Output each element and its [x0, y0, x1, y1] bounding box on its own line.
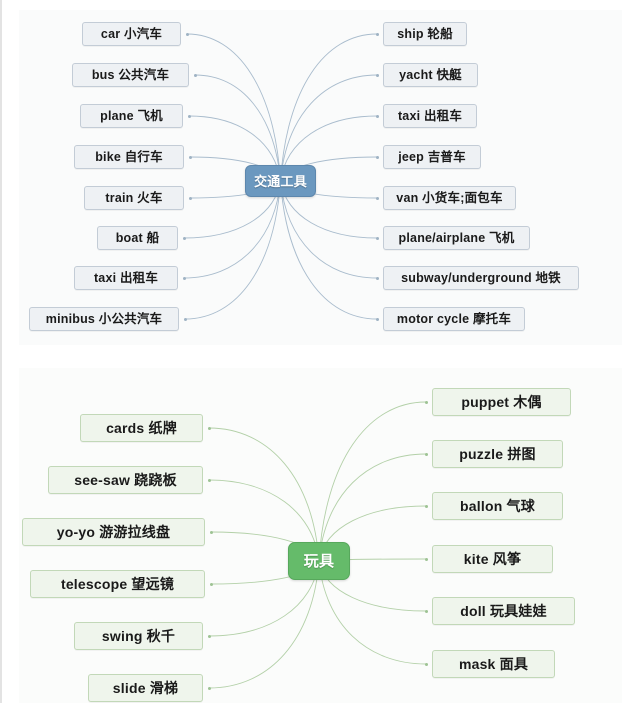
mindmap-toys-right-node[interactable]: doll 玩具娃娃 [432, 597, 575, 625]
mindmap-connector-dot [424, 662, 428, 666]
mindmap-connector-dot [375, 236, 379, 240]
mindmap-connector-dot [207, 634, 211, 638]
mindmap-connector-dot [424, 400, 428, 404]
mindmap-connector-dot [209, 582, 213, 586]
mindmap-transport-left-node[interactable]: car 小汽车 [82, 22, 181, 46]
mindmap-connector-dot [188, 155, 192, 159]
mindmap-toys: 玩具 cards 纸牌 see-saw 跷跷板 yo-yo 游游拉线盘 telescop… [19, 368, 622, 703]
mindmap-connector [280, 180, 378, 320]
mindmap-toys-left-node[interactable]: yo-yo 游游拉线盘 [22, 518, 205, 546]
mindmap-transport-left-node[interactable]: plane 飞机 [80, 104, 183, 128]
mindmap-toys-right-node[interactable]: puzzle 拼图 [432, 440, 563, 468]
mindmap-transport-root-node[interactable]: 交通工具 [245, 165, 316, 197]
mindmap-connector-dot [375, 114, 379, 118]
mindmap-connector-dot [183, 317, 187, 321]
mindmap-connector-dot [375, 155, 379, 159]
mindmap-toys-left-node[interactable]: slide 滑梯 [88, 674, 203, 702]
mindmap-connector-dot [207, 478, 211, 482]
mindmap-toys-right-node[interactable]: puppet 木偶 [432, 388, 571, 416]
mindmap-connector-dot [424, 557, 428, 561]
mindmap-transport-left-node[interactable]: bike 自行车 [74, 145, 184, 169]
mindmap-connector-dot [207, 686, 211, 690]
mindmap-connector-dot [424, 452, 428, 456]
mindmap-connector-dot [424, 609, 428, 613]
mindmap-transport-right-node[interactable]: jeep 吉普车 [383, 145, 481, 169]
mindmap-toys-left-node[interactable]: swing 秋千 [74, 622, 203, 650]
mindmap-toys-left-node[interactable]: cards 纸牌 [80, 414, 203, 442]
mindmap-connector [280, 33, 378, 182]
mindmap-transport-left-node[interactable]: boat 船 [97, 226, 178, 250]
mindmap-transport: 交通工具 car 小汽车 bus 公共汽车 plane 飞机 bike 自行车 train… [19, 10, 622, 345]
mindmap-transport-left-node[interactable]: train 火车 [84, 186, 184, 210]
mindmap-connector-dot [182, 276, 186, 280]
mindmap-transport-right-node[interactable]: motor cycle 摩托车 [383, 307, 525, 331]
mindmap-toys-right-node[interactable]: ballon 气球 [432, 492, 563, 520]
mindmap-connector-dot [185, 32, 189, 36]
mindmap-transport-left-node[interactable]: taxi 出租车 [74, 266, 178, 290]
mindmap-transport-left-node[interactable]: bus 公共汽车 [72, 63, 189, 87]
mindmap-connector-dot [375, 276, 379, 280]
mindmap-connector-dot [375, 32, 379, 36]
mindmap-connector [318, 401, 427, 562]
mindmap-toys-right-node[interactable]: mask 面具 [432, 650, 555, 678]
mindmap-connector [184, 180, 281, 320]
mindmap-toys-left-node[interactable]: see-saw 跷跷板 [48, 466, 203, 494]
mindmap-connector-dot [187, 114, 191, 118]
page-left-edge [0, 0, 2, 703]
mindmap-transport-connectors [183, 33, 378, 320]
mindmap-connector [186, 33, 281, 182]
mindmap-connector-dot [375, 73, 379, 77]
mindmap-transport-right-node[interactable]: plane/airplane 飞机 [383, 226, 530, 250]
mindmap-connector-dot [209, 530, 213, 534]
mindmap-connector-dot [424, 504, 428, 508]
mindmap-connector-dot [188, 196, 192, 200]
mindmap-toys-right-node[interactable]: kite 风筝 [432, 545, 553, 573]
mindmap-transport-right-node[interactable]: van 小货车;面包车 [383, 186, 516, 210]
mindmap-connector-dot [375, 317, 379, 321]
mindmap-connector-dot [207, 426, 211, 430]
mindmap-connector-dot [182, 236, 186, 240]
mindmap-connector [208, 560, 320, 689]
mindmap-transport-right-node[interactable]: subway/underground 地铁 [383, 266, 579, 290]
mindmap-transport-right-node[interactable]: yacht 快艇 [383, 63, 478, 87]
mindmap-transport-right-node[interactable]: taxi 出租车 [383, 104, 477, 128]
mindmap-transport-left-node[interactable]: minibus 小公共汽车 [29, 307, 179, 331]
mindmap-toys-left-node[interactable]: telescope 望远镜 [30, 570, 205, 598]
mindmap-toys-root-node[interactable]: 玩具 [288, 542, 350, 580]
mindmap-connector-dot [193, 73, 197, 77]
mindmap-transport-right-node[interactable]: ship 轮船 [383, 22, 467, 46]
mindmap-connector-dot [375, 196, 379, 200]
